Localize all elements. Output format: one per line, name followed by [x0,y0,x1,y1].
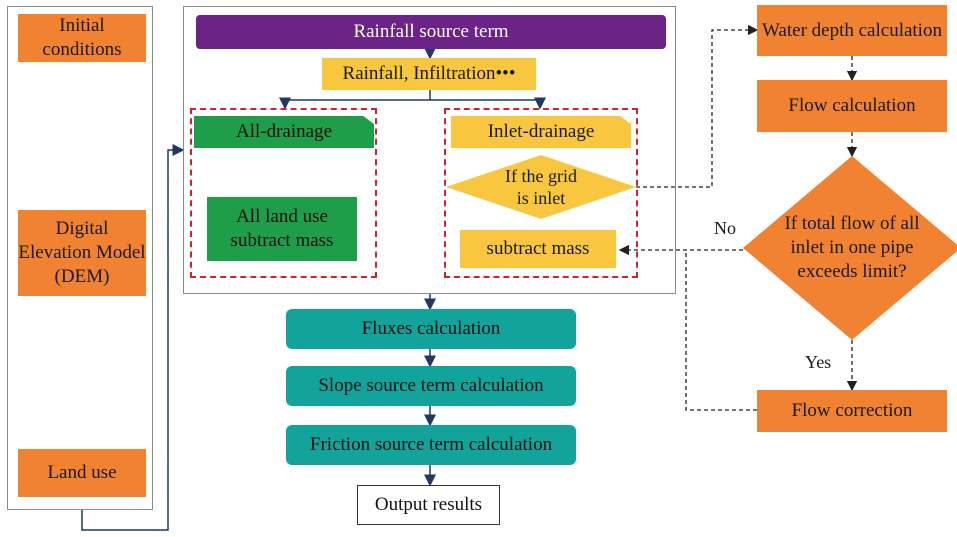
water-depth-label: Water depth calculation [762,19,942,41]
all-drainage-title: All-drainage [235,121,332,143]
yes-label: Yes [805,352,832,372]
rainfall-source-term-box: Rainfall source term [196,15,666,49]
no-label: No [714,218,736,238]
initial-conditions-box: Initial conditions [18,14,146,62]
fluxes-calculation-label: Fluxes calculation [361,318,501,340]
grid-is-inlet-label: If the grid is inlet [505,165,577,209]
inlet-to-water-depth-arrow [636,24,759,188]
initial-conditions-label: Initial conditions [42,15,122,60]
correction-loop-connector [685,250,757,411]
input-to-model-connector [81,144,185,531]
all-land-use-subtract-box: All land use subtract mass [207,197,357,261]
output-results-label: Output results [374,494,483,516]
dem-box: Digital Elevation Model (DEM) [18,210,146,296]
fluxes-calculation-box: Fluxes calculation [286,309,576,349]
model-frame [183,6,676,294]
friction-source-box: Friction source term calculation [286,425,576,465]
rainfall-source-term-label: Rainfall source term [353,21,509,43]
slope-source-label: Slope source term calculation [318,375,544,397]
all-drainage-header: All-drainage [194,116,374,148]
flow-correction-label: Flow correction [791,400,913,422]
flow-correction-box: Flow correction [757,390,947,432]
water-depth-box: Water depth calculation [757,5,947,56]
inlet-drainage-header: Inlet-drainage [451,116,631,148]
friction-source-label: Friction source term calculation [309,434,553,456]
inlet-drainage-group [444,108,638,278]
subtract-mass-label: subtract mass [486,238,590,260]
land-use-box: Land use [18,449,146,497]
inputs-frame [7,6,153,510]
output-results-box: Output results [357,485,500,525]
split-connector [279,90,431,110]
dem-label: Digital Elevation Model (DEM) [18,218,146,287]
flow-calculation-label: Flow calculation [788,95,916,117]
rainfall-infiltration-box: Rainfall, Infiltration••• [322,58,536,90]
split-connector-right [430,97,546,110]
inlet-drainage-title: Inlet-drainage [487,121,595,143]
slope-source-box: Slope source term calculation [286,366,576,406]
land-use-label: Land use [47,462,117,484]
all-drainage-group [190,108,377,278]
all-land-use-subtract-label: All land use subtract mass [230,206,334,251]
pipe-limit-label: If total flow of all inlet in one pipe e… [784,213,920,282]
flow-calculation-box: Flow calculation [757,80,947,132]
subtract-mass-box: subtract mass [460,230,616,268]
rainfall-infiltration-label: Rainfall, Infiltration••• [342,63,516,85]
